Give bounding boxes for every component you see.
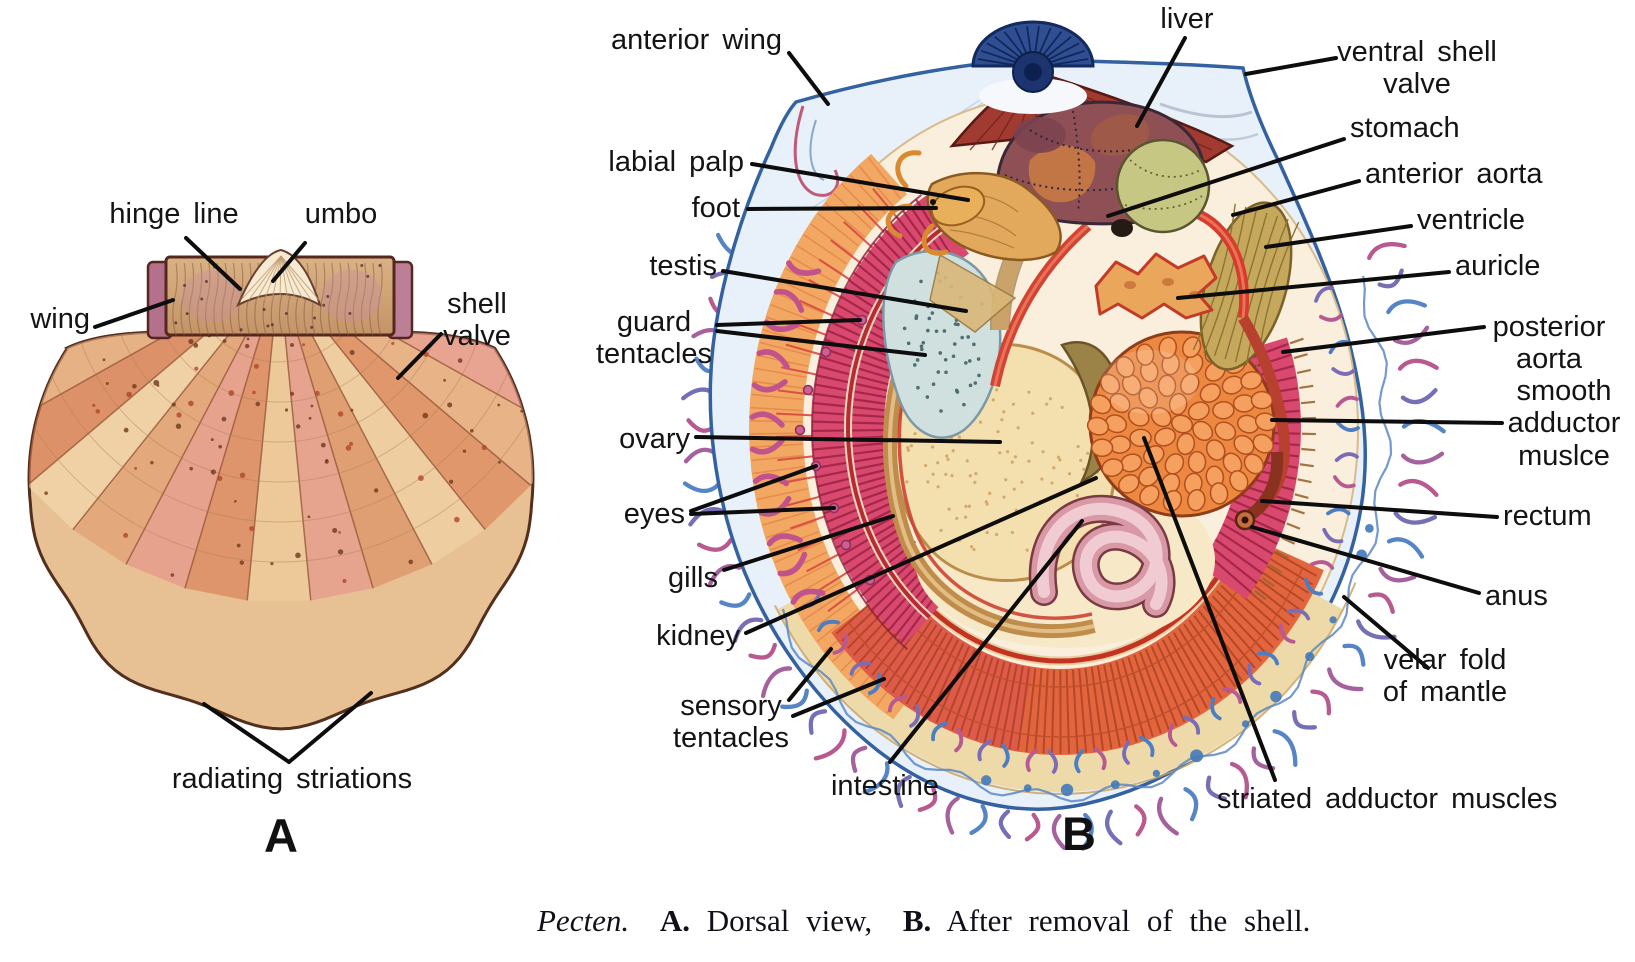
leader-line-ventral-shell-valve [1244,56,1338,76]
panel-a-shell-drawing [27,248,535,731]
leader-lines [93,36,1504,782]
leader-line-anterior-wing [787,51,830,106]
leader-line-ventricle [1264,224,1413,249]
leader-line-kidney [744,476,1098,635]
leader-line-auricle [1176,270,1451,300]
caption-b-text: After removal of the shell. [946,903,1311,938]
leader-line-guard-tentacles [715,329,927,357]
caption-a-text: Dorsal view, [706,903,873,938]
leader-line-ovary [694,435,1002,444]
leader-line-liver [1135,36,1187,128]
leader-line-eyes [689,464,818,513]
leader-line-wing [93,298,175,329]
caption-a-key: A. [659,903,690,938]
leader-line-gills [722,514,895,572]
leader-line-sensory-tentacles [787,647,833,702]
leader-line-stomach [1106,137,1346,218]
leader-line-guard-tentacles [715,318,862,327]
leader-line-radiating-striations [287,691,373,764]
panel-b-anatomy-drawing [681,20,1446,851]
leader-line-anterior-aorta [1231,179,1361,217]
leader-line-anus [1250,525,1481,595]
caption-species: Pecten. [537,903,630,938]
leader-line-posterior-aorta [1281,325,1486,354]
panel-b-letter: B [1062,807,1096,860]
leader-line-rectum [1260,499,1499,519]
leader-line-foot [746,206,938,211]
leader-line-shell-valve [396,332,443,380]
panel-a-letter: A [264,809,298,862]
leader-line-sensory-tentacles [791,677,886,718]
leader-line-labial-palp [750,162,970,202]
leader-line-eyes [689,506,836,516]
leader-line-smooth-adductor-muscle [1270,418,1504,425]
figure-caption: Pecten. A. Dorsal view, B. After removal… [537,903,1310,939]
caption-b-key: B. [902,903,932,938]
leader-line-striated-adductor-muscles [1142,436,1277,782]
leader-line-velar-fold-of-mantle [1342,595,1430,670]
leader-line-intestine [888,519,1084,764]
leader-line-radiating-striations [202,702,291,764]
leader-line-umbo [271,241,307,283]
leader-line-hinge-line [184,236,242,291]
leader-line-testis [721,269,968,313]
